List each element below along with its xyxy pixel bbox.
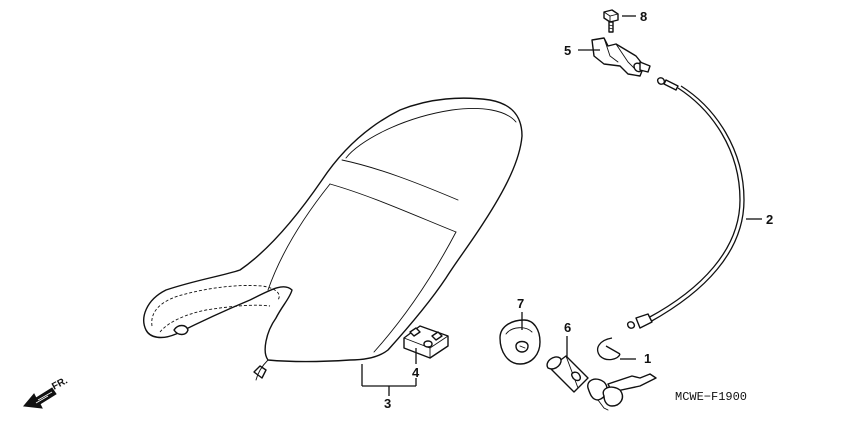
seat[interactable]: [143, 97, 523, 381]
callout-1: 1: [644, 351, 651, 366]
seat-lock-cylinder[interactable]: [546, 355, 589, 393]
front-label: FR.: [50, 375, 70, 392]
seat-cushion-rubber[interactable]: [403, 325, 449, 359]
seat-catch[interactable]: [591, 37, 651, 77]
flange-bolt[interactable]: [603, 9, 619, 33]
leader-lines: [361, 15, 762, 396]
front-arrow-icon: [23, 387, 57, 409]
seat-lock-cable[interactable]: [626, 77, 745, 329]
callout-5: 5: [564, 43, 571, 58]
lock-clip[interactable]: [597, 337, 621, 361]
callout-6: 6: [564, 320, 571, 335]
callout-2: 2: [766, 212, 773, 227]
front-direction-indicator: FR.: [23, 375, 70, 409]
diagram-code: MCWE−F1900: [675, 390, 747, 404]
callout-7: 7: [517, 296, 524, 311]
callout-8: 8: [640, 9, 647, 24]
keys[interactable]: [587, 373, 657, 411]
callout-4: 4: [412, 365, 420, 380]
seat-lock-cover[interactable]: [499, 319, 541, 365]
callout-3: 3: [384, 396, 391, 411]
